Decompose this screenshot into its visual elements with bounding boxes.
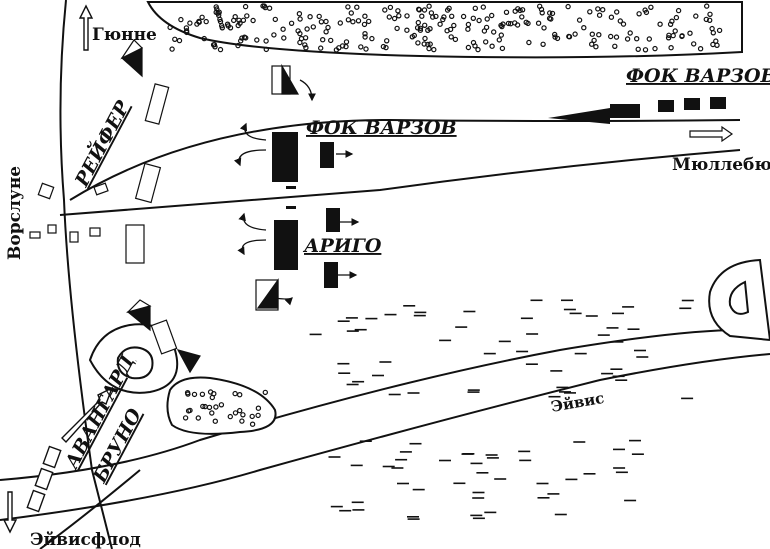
- avangard-bruno-column: [26, 386, 114, 513]
- label-fok-varzov-column: ФОК ВАРЗОВ: [626, 65, 770, 87]
- forest-north: [146, 1, 743, 59]
- road-east-upper: [69, 118, 741, 201]
- label-eyvis-river: Эйвис: [550, 389, 606, 416]
- river-bank-south: [0, 353, 770, 521]
- road-east-lower: [59, 149, 741, 216]
- hill-east: [708, 258, 770, 342]
- label-vorslune: Ворслуне: [5, 166, 25, 260]
- marsh-area: [309, 299, 694, 520]
- label-reifer: РЕЙФЕР: [69, 96, 135, 191]
- myullebyu-arrow: [689, 125, 734, 143]
- label-arigo: АРИГО: [302, 235, 382, 257]
- arigo-main: [274, 206, 340, 288]
- label-gyunne: Гюнне: [92, 25, 157, 45]
- flag-units: [120, 39, 300, 374]
- label-eyvisflod: Эйвисфлод: [30, 530, 141, 549]
- forest-south: [166, 376, 277, 435]
- village-vorslune: [29, 83, 170, 264]
- road-west-left-edge: [59, 0, 113, 549]
- fok-varzov-column: [548, 97, 726, 124]
- north-arrow-gyunne: [78, 4, 94, 51]
- south-arrow-eyvisflod: [2, 491, 18, 534]
- movement-arrows: [233, 79, 360, 306]
- hill-west: [88, 323, 179, 394]
- advance-arrow: [548, 104, 640, 124]
- fok-varzov-main: [272, 132, 334, 189]
- road-south: [39, 469, 141, 549]
- label-myullebyu: Мюллебю: [672, 155, 770, 175]
- river-bank-north: [0, 329, 741, 481]
- label-fok-varzov-main: ФОК ВАРЗОВ: [306, 117, 457, 139]
